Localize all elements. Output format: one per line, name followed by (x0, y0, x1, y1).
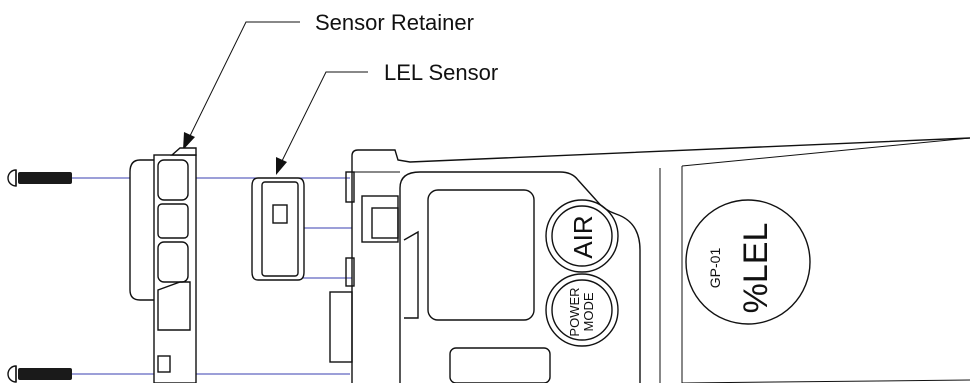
power-mode-button[interactable]: POWER MODE (545, 273, 619, 347)
gas-label-disc: GP-01 %LEL (685, 199, 811, 325)
screw-top (7, 169, 72, 187)
power-button-label-line1: POWER (567, 287, 582, 336)
air-button[interactable]: AIR (545, 199, 619, 273)
assembly-guide-lines (70, 177, 370, 375)
gas-type-label: %LEL (737, 223, 775, 314)
model-label: GP-01 (707, 248, 723, 289)
lel-sensor-callout: LEL Sensor (384, 60, 498, 85)
sensor-retainer (129, 147, 197, 383)
lel-sensor (251, 177, 305, 281)
instrument-body (329, 137, 970, 383)
lel-sensor-leader (276, 71, 368, 175)
screw-bottom (7, 365, 72, 383)
sensor-retainer-leader (183, 21, 300, 150)
air-button-label: AIR (568, 215, 598, 258)
power-button-label-line2: MODE (581, 292, 596, 331)
sensor-retainer-callout: Sensor Retainer (315, 10, 474, 35)
